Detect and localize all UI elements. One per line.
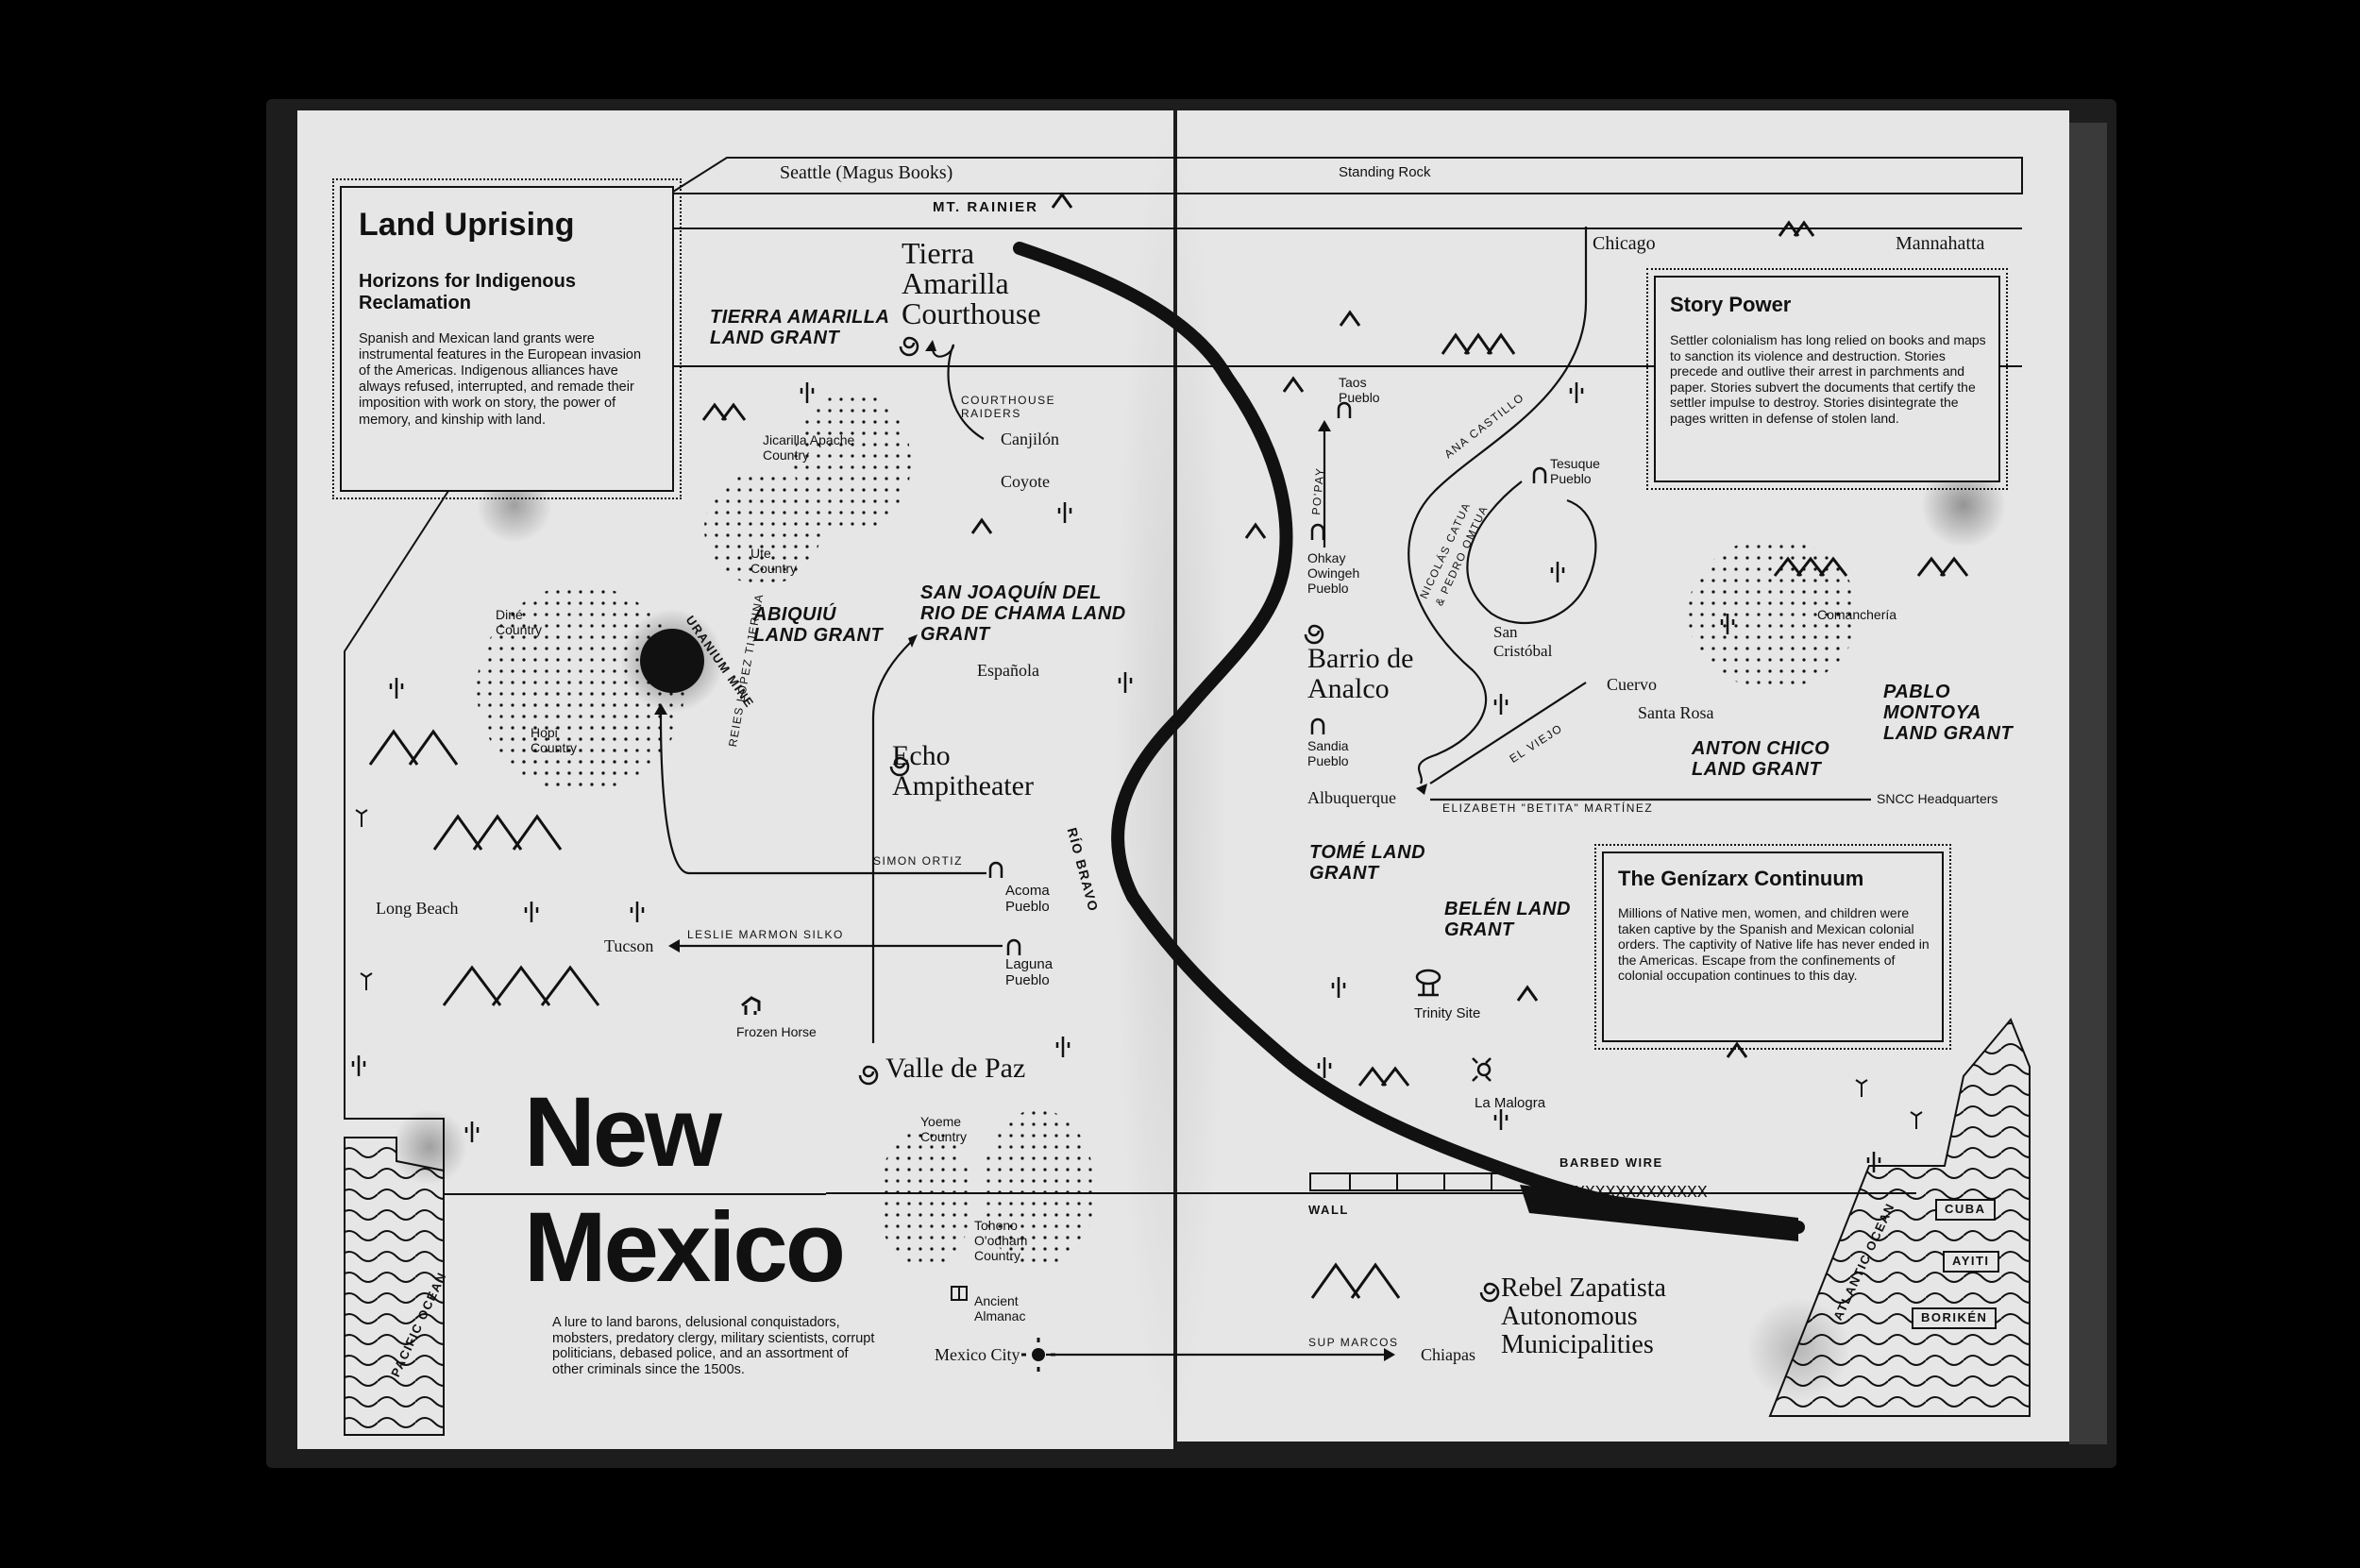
label-sandia-pueblo: Sandia Pueblo	[1307, 738, 1349, 769]
label-comancheria: Comanchería	[1817, 607, 1897, 622]
label-mt-rainier: MT. RAINIER	[933, 199, 1038, 215]
label-ancient-almanac: Ancient Almanac	[974, 1293, 1026, 1324]
pueblo-icons	[988, 401, 1547, 955]
grant-anton-chico: ANTON CHICO LAND GRANT	[1692, 738, 1830, 780]
label-boriken: BORIKÉN	[1912, 1307, 1998, 1329]
genizarx-box: The Genízarx Continuum Millions of Nativ…	[1594, 844, 1951, 1050]
cactus-icons	[351, 382, 1881, 1172]
grant-tome: TOMÉ LAND GRANT	[1309, 842, 1426, 884]
label-chiapas: Chiapas	[1421, 1345, 1475, 1364]
label-laguna-pueblo: Laguna Pueblo	[1005, 956, 1054, 989]
land-uprising-title: Land Uprising	[359, 207, 575, 243]
label-trinity-site: Trinity Site	[1414, 1005, 1481, 1021]
route-simon-ortiz: SIMON ORTIZ	[873, 854, 963, 868]
label-standing-rock: Standing Rock	[1339, 164, 1431, 180]
border-wall	[1309, 1172, 1533, 1191]
label-frozen-horse: Frozen Horse	[736, 1024, 817, 1039]
label-hopi-country: Hopi Country	[531, 725, 578, 756]
page-title-line2: Mexico	[524, 1192, 846, 1303]
route-leslie: LESLIE MARMON SILKO	[687, 928, 844, 941]
genizarx-title: The Genízarx Continuum	[1618, 867, 1864, 890]
label-valle-de-paz: Valle de Paz	[885, 1053, 1026, 1084]
label-la-malogra: La Malogra	[1475, 1095, 1546, 1111]
page-title-caption: A lure to land barons, delusional conqui…	[552, 1315, 875, 1378]
grant-san-joaquin: SAN JOAQUÍN DEL RIO DE CHAMA LAND GRANT	[920, 582, 1126, 645]
almanac-icon	[951, 1286, 968, 1301]
genizarx-body: Millions of Native men, women, and child…	[1618, 905, 1930, 984]
label-dine-country: Diné Country	[496, 607, 543, 638]
route-betita: ELIZABETH "BETITA" MARTÍNEZ	[1442, 801, 1654, 815]
label-chicago: Chicago	[1593, 233, 1656, 254]
grant-tierra-amarilla: TIERRA AMARILLA LAND GRANT	[710, 307, 889, 348]
label-coyote: Coyote	[1001, 472, 1050, 491]
trinity-icon	[1415, 969, 1441, 997]
label-san-cristobal: San Cristóbal	[1493, 623, 1553, 660]
label-barrio-de-analco: Barrio de Analco	[1307, 643, 1414, 704]
book-page-edges	[2069, 123, 2107, 1444]
story-power-box: Story Power Settler colonialism has long…	[1646, 268, 2008, 490]
label-barbed-wire: BARBED WIRE	[1559, 1155, 1663, 1170]
spiral-icons	[858, 336, 1500, 1303]
label-zapatista: Rebel Zapatista Autonomous Municipalitie…	[1501, 1273, 1666, 1360]
land-uprising-body: Spanish and Mexican land grants were ins…	[359, 331, 642, 428]
grant-abiquiu: ABIQUIÚ LAND GRANT	[753, 604, 884, 646]
page-title-line1: New	[524, 1077, 722, 1188]
horse-icon	[741, 996, 761, 1015]
label-mexico-city: Mexico City	[935, 1345, 1020, 1364]
label-taos-pueblo: Taos Pueblo	[1339, 375, 1380, 406]
route-sup-marcos: SUP MARCOS	[1308, 1336, 1399, 1349]
label-long-beach: Long Beach	[376, 899, 459, 918]
label-wall: WALL	[1308, 1203, 1349, 1217]
barbed-wire-marks: XXXXXXXXXXXXXXXXX	[1534, 1184, 1708, 1203]
route-lines	[659, 227, 1871, 1357]
label-courthouse-raiders: COURTHOUSE RAIDERS	[961, 394, 1056, 420]
label-yoeme-country: Yoeme Country	[920, 1114, 968, 1145]
label-seattle: Seattle (Magus Books)	[780, 162, 953, 183]
grant-pablo-montoya: PABLO MONTOYA LAND GRANT	[1883, 682, 2014, 744]
label-acoma-pueblo: Acoma Pueblo	[1005, 883, 1050, 916]
story-power-body: Settler colonialism has long relied on b…	[1670, 332, 1986, 426]
label-tohono-oodham: Tohono O'odham Country	[974, 1218, 1028, 1264]
label-santa-rosa: Santa Rosa	[1638, 703, 1714, 722]
label-mannahatta: Mannahatta	[1896, 233, 1985, 254]
label-ayiti: AYITI	[1943, 1251, 1999, 1273]
label-echo-amphitheater: Echo Ampitheater	[892, 740, 1034, 801]
label-ute-country: Ute Country	[750, 546, 798, 577]
river-mouth	[1520, 1185, 1798, 1241]
pacific-ocean-waves	[344, 1137, 445, 1436]
land-uprising-subtitle: Horizons for Indigenous Reclamation	[359, 271, 576, 313]
mountain-icons	[368, 192, 1969, 1299]
label-cuervo: Cuervo	[1607, 675, 1657, 694]
story-power-title: Story Power	[1670, 293, 1792, 316]
grant-belen: BELÉN LAND GRANT	[1444, 899, 1571, 940]
speck-cloud	[1921, 463, 2006, 548]
left-outline	[344, 490, 826, 1195]
label-tesuque-pueblo: Tesuque Pueblo	[1550, 456, 1600, 487]
label-sncc-headquarters: SNCC Headquarters	[1877, 791, 1998, 806]
label-tucson: Tucson	[604, 936, 654, 955]
label-albuquerque: Albuquerque	[1307, 788, 1396, 807]
mexico-city-sun-icon	[1021, 1338, 1055, 1372]
label-cuba: CUBA	[1935, 1199, 1996, 1221]
route-arrowheads	[654, 340, 1427, 1361]
label-tierra-amarilla-courthouse: Tierra Amarilla Courthouse	[902, 236, 1041, 330]
label-espanola: Española	[977, 661, 1039, 680]
label-jicarilla-apache: Jicarilla Apache Country	[763, 432, 855, 464]
palm-icons	[355, 809, 1923, 1129]
land-uprising-box: Land Uprising Horizons for Indigenous Re…	[332, 178, 682, 499]
label-ohkay-owingeh: Ohkay Owingeh Pueblo	[1307, 550, 1360, 597]
la-malogra-icon	[1472, 1057, 1492, 1082]
label-canjilon: Canjilón	[1001, 430, 1059, 448]
